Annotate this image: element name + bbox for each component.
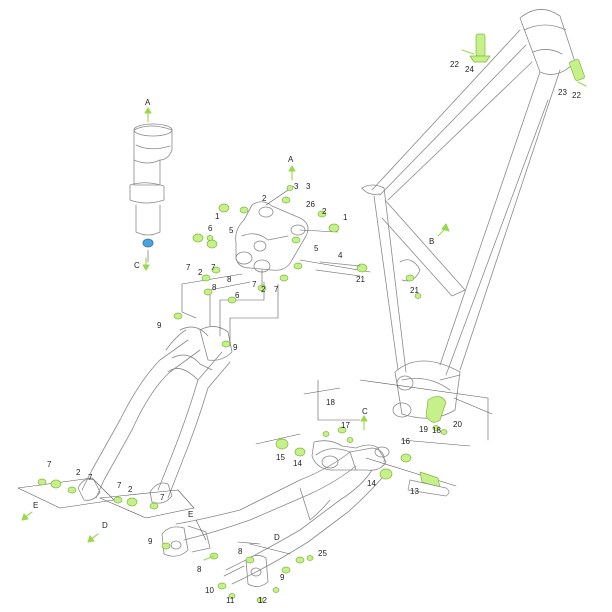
part-number-7g: 7 xyxy=(117,481,122,490)
part-number-2d: 2 xyxy=(261,285,266,294)
letter-b: B xyxy=(429,237,435,246)
letter-e2: E xyxy=(188,510,194,519)
part-number-7e: 7 xyxy=(47,460,52,469)
part-number-9d: 9 xyxy=(280,573,285,582)
part-number-4: 4 xyxy=(338,251,343,260)
part-number-2e: 2 xyxy=(76,468,81,477)
part-number-19: 19 xyxy=(419,425,428,434)
part-number-2: 2 xyxy=(262,194,267,203)
part-number-3b: 3 xyxy=(294,182,299,191)
part-number-18b: 18 xyxy=(432,426,441,435)
part-number-14: 14 xyxy=(293,459,302,468)
part-number-17: 17 xyxy=(341,421,350,430)
part-number-7b: 7 xyxy=(211,263,216,272)
part-number-5: 5 xyxy=(229,226,234,235)
letter-c-frame: C xyxy=(362,407,368,416)
part-number-12: 12 xyxy=(258,596,267,605)
part-number-2b: 2 xyxy=(322,207,327,216)
hardware-parts xyxy=(37,33,585,603)
part-number-25: 25 xyxy=(318,549,327,558)
shock-absorber xyxy=(129,123,173,248)
part-number-21: 21 xyxy=(356,275,365,284)
part-number-7d: 7 xyxy=(274,285,279,294)
part-number-6b: 6 xyxy=(235,291,240,300)
direction-arrows xyxy=(21,49,587,561)
part-number-22b: 22 xyxy=(572,91,581,100)
part-number-26: 26 xyxy=(306,200,315,209)
part-number-10: 10 xyxy=(205,586,214,595)
part-number-8b: 8 xyxy=(212,283,217,292)
part-number-5b: 5 xyxy=(314,244,319,253)
letter-d: D xyxy=(102,521,108,530)
part-number-2c: 2 xyxy=(198,268,203,277)
part-number-2f: 2 xyxy=(128,485,133,494)
part-number-7h: 7 xyxy=(160,493,165,502)
part-number-8: 8 xyxy=(227,275,232,284)
part-number-8d: 8 xyxy=(197,565,202,574)
part-number-1b: 1 xyxy=(215,212,220,221)
part-number-16: 16 xyxy=(401,437,410,446)
letter-a-link: A xyxy=(288,155,294,164)
part-number-21b: 21 xyxy=(410,286,419,295)
part-number-9b: 9 xyxy=(233,343,238,352)
letter-e: E xyxy=(33,501,39,510)
part-number-3: 3 xyxy=(306,182,311,191)
letter-d2: D xyxy=(274,533,280,542)
part-number-7c: 7 xyxy=(252,280,257,289)
part-number-8c: 8 xyxy=(238,547,243,556)
part-number-9: 9 xyxy=(157,321,162,330)
part-number-24: 24 xyxy=(465,65,474,74)
rocker-link xyxy=(235,201,309,273)
part-number-6: 6 xyxy=(208,224,213,233)
part-number-23: 23 xyxy=(558,88,567,97)
part-number-15: 15 xyxy=(276,453,285,462)
assembly-leader-lines xyxy=(17,185,493,555)
part-number-7f: 7 xyxy=(88,473,93,482)
part-number-14b: 14 xyxy=(367,479,376,488)
part-number-11: 11 xyxy=(226,596,235,605)
part-number-22: 22 xyxy=(450,60,459,69)
pivot-axles xyxy=(315,261,450,497)
part-number-18: 18 xyxy=(326,398,335,407)
part-number-20: 20 xyxy=(453,420,462,429)
part-number-7: 7 xyxy=(186,263,191,272)
letter-c-shock: C xyxy=(134,261,140,270)
letter-a-shock: A xyxy=(145,98,151,107)
part-number-9c: 9 xyxy=(148,537,153,546)
chain-stays xyxy=(161,440,390,587)
part-number-13: 13 xyxy=(410,487,419,496)
part-number-1: 1 xyxy=(343,213,348,222)
seat-stays xyxy=(77,326,233,504)
